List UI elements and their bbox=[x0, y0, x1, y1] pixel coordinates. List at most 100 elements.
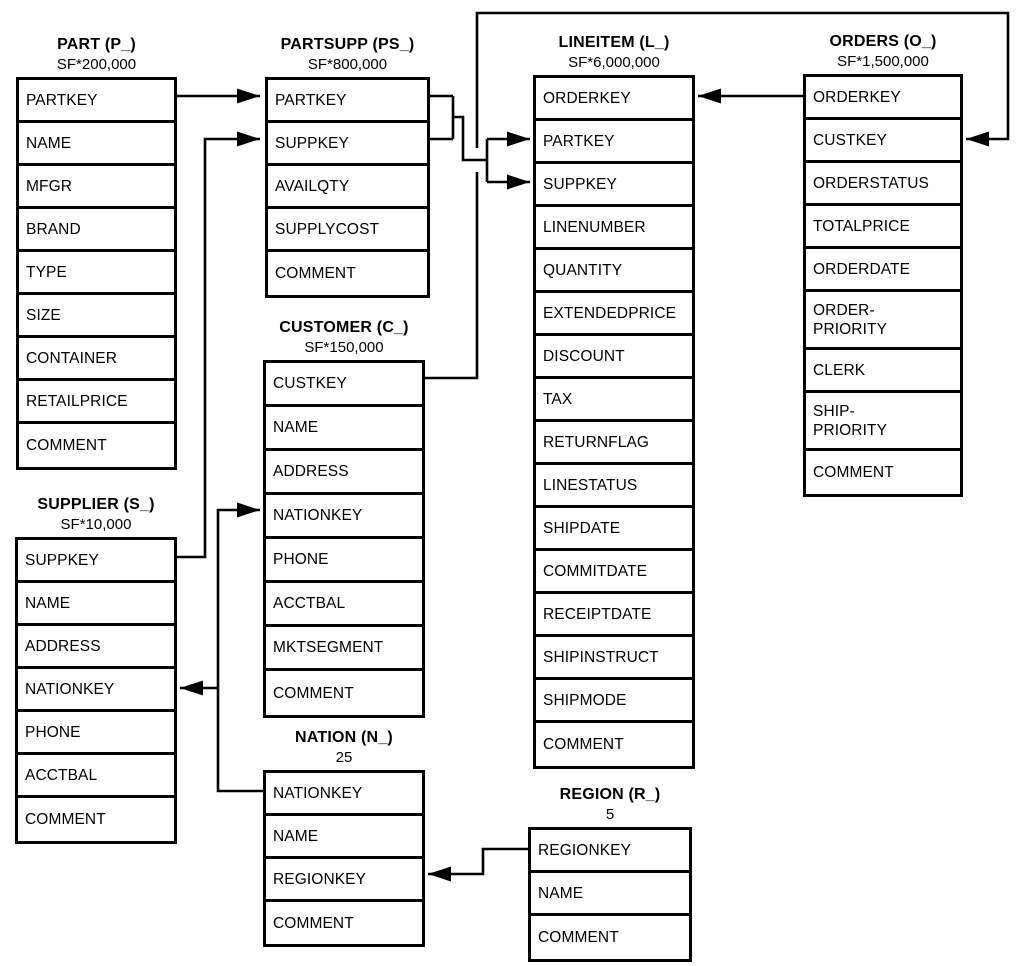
cell-orders-totalprice: TOTALPRICE bbox=[806, 206, 960, 249]
cell-part-retailprice: RETAILPRICE bbox=[19, 381, 174, 424]
table-title: REGION (R_) bbox=[559, 786, 661, 803]
table-title: PART (P_) bbox=[57, 36, 136, 53]
cell-region-comment: COMMENT bbox=[538, 929, 619, 946]
table-cardinality: 25 bbox=[335, 749, 353, 766]
cell-lineitem-suppkey: SUPPKEY bbox=[536, 164, 692, 207]
cell-orders-clerk: CLERK bbox=[806, 350, 960, 393]
cell-orders-custkey: CUSTKEY bbox=[806, 120, 960, 163]
cell-lineitem-discount: DISCOUNT bbox=[536, 336, 692, 379]
table-title: LINEITEM (L_) bbox=[558, 34, 670, 51]
cell-part-partkey: PARTKEY bbox=[19, 80, 174, 123]
cell-orders-shippriority: SHIP- PRIORITY bbox=[806, 393, 960, 451]
table-header-partsupp: PARTSUPP (PS_) SF*800,000 bbox=[208, 34, 488, 75]
cell-partsupp-partkey: PARTKEY bbox=[268, 80, 427, 123]
cell-nation-nationkey: NATIONKEY bbox=[266, 773, 422, 816]
table-cardinality: SF*800,000 bbox=[307, 56, 388, 73]
cell-lineitem-receiptdate: RECEIPTDATE bbox=[536, 594, 692, 637]
cell-lineitem-shipdate: SHIPDATE bbox=[536, 508, 692, 551]
cell-lineitem-extendedprice: EXTENDEDPRICE bbox=[536, 293, 692, 336]
cell-customer-name: NAME bbox=[266, 407, 422, 451]
table-cardinality: SF*150,000 bbox=[304, 339, 384, 356]
table-header-orders: ORDERS (O_)SF*1,500,000 bbox=[743, 31, 1023, 72]
table-header-nation: NATION (N_) 25 bbox=[204, 727, 484, 768]
cell-lineitem-orderkey: ORDERKEY bbox=[536, 78, 692, 121]
cell-customer-comment: COMMENT bbox=[273, 684, 354, 702]
cell-customer-acctbal: ACCTBAL bbox=[266, 583, 422, 627]
cell-part-container: CONTAINER bbox=[19, 338, 174, 381]
cell-lineitem-shipinstruct: SHIPINSTRUCT bbox=[536, 637, 692, 680]
cell-region-regionkey: REGIONKEY bbox=[531, 830, 689, 873]
table-title: ORDERS (O_) bbox=[829, 33, 937, 50]
cell-region-name: NAME bbox=[531, 873, 689, 916]
cell-lineitem-comment: COMMENT bbox=[543, 736, 624, 753]
cell-orders-orderpriority: ORDER- PRIORITY bbox=[806, 292, 960, 350]
cell-customer-custkey: CUSTKEY bbox=[266, 363, 422, 407]
cell-partsupp-comment: COMMENT bbox=[275, 265, 356, 282]
table-header-region: REGION (R_) 5 bbox=[470, 784, 750, 825]
cell-orders-orderdate: ORDERDATE bbox=[806, 249, 960, 292]
cell-orders-orderkey: ORDERKEY bbox=[806, 77, 960, 120]
cell-partsupp-supplycost: SUPPLYCOST bbox=[268, 209, 427, 252]
table-title: CUSTOMER (C_) bbox=[279, 319, 409, 336]
cell-part-comment: COMMENT bbox=[26, 437, 107, 454]
cell-lineitem-returnflag: RETURNFLAG bbox=[536, 422, 692, 465]
cell-nation-regionkey: REGIONKEY bbox=[266, 859, 422, 902]
cell-lineitem-shipmode: SHIPMODE bbox=[536, 680, 692, 723]
edge-customer-custkey-to-orders-custkey bbox=[475, 11, 1010, 148]
cell-lineitem-tax: TAX bbox=[536, 379, 692, 422]
table-title: PARTSUPP (PS_) bbox=[280, 36, 415, 53]
table-header-lineitem: LINEITEM (L_) SF*6,000,000 bbox=[474, 32, 754, 73]
cell-part-name: NAME bbox=[19, 123, 174, 166]
cell-orders-comment: COMMENT bbox=[813, 464, 894, 481]
edge-customer-custkey-stub bbox=[425, 172, 479, 380]
cell-customer-address: ADDRESS bbox=[266, 451, 422, 495]
cell-supplier-nationkey: NATIONKEY bbox=[18, 669, 174, 712]
cell-lineitem-quantity: QUANTITY bbox=[536, 250, 692, 293]
cell-part-size: SIZE bbox=[19, 295, 174, 338]
cell-part-type: TYPE bbox=[19, 252, 174, 295]
cell-lineitem-linenumber: LINENUMBER bbox=[536, 207, 692, 250]
cell-customer-phone: PHONE bbox=[266, 539, 422, 583]
table-cardinality: SF*200,000 bbox=[56, 56, 137, 73]
cell-part-brand: BRAND bbox=[19, 209, 174, 252]
table-cardinality: SF*6,000,000 bbox=[568, 54, 660, 71]
cell-supplier-comment: COMMENT bbox=[25, 811, 106, 828]
edge-region-regionkey-to-nation-regionkey bbox=[428, 847, 528, 882]
cell-supplier-name: NAME bbox=[18, 583, 174, 626]
cell-lineitem-partkey: PARTKEY bbox=[536, 121, 692, 164]
cell-supplier-address: ADDRESS bbox=[18, 626, 174, 669]
table-header-customer: CUSTOMER (C_) SF*150,000 bbox=[204, 317, 484, 358]
cell-nation-name: NAME bbox=[266, 816, 422, 859]
table-header-part: PART (P_) SF*200,000 bbox=[0, 34, 237, 75]
table-title: SUPPLIER (S_) bbox=[37, 496, 155, 513]
table-title: NATION (N_) bbox=[295, 729, 393, 746]
cell-supplier-suppkey: SUPPKEY bbox=[18, 540, 174, 583]
edge-supplier-suppkey-to-partsupp-suppkey bbox=[177, 131, 260, 559]
cell-supplier-acctbal: ACCTBAL bbox=[18, 755, 174, 798]
cell-customer-mktsegment: MKTSEGMENT bbox=[266, 627, 422, 671]
cell-lineitem-linestatus: LINESTATUS bbox=[536, 465, 692, 508]
cell-partsupp-suppkey: SUPPKEY bbox=[268, 123, 427, 166]
cell-orders-orderstatus: ORDERSTATUS bbox=[806, 163, 960, 206]
cell-lineitem-commitdate: COMMITDATE bbox=[536, 551, 692, 594]
table-cardinality: 5 bbox=[605, 806, 615, 823]
table-header-supplier: SUPPLIER (S_) SF*10,000 bbox=[0, 494, 236, 535]
cell-partsupp-availqty: AVAILQTY bbox=[268, 166, 427, 209]
cell-customer-nationkey: NATIONKEY bbox=[266, 495, 422, 539]
edge-nation-nationkey-to-customer-nationkey bbox=[216, 502, 263, 793]
edge-partsupp-to-lineitem-trunk bbox=[430, 94, 489, 182]
cell-supplier-phone: PHONE bbox=[18, 712, 174, 755]
cell-part-mfgr: MFGR bbox=[19, 166, 174, 209]
cell-nation-comment: COMMENT bbox=[273, 914, 354, 932]
table-cardinality: SF*10,000 bbox=[60, 516, 132, 533]
